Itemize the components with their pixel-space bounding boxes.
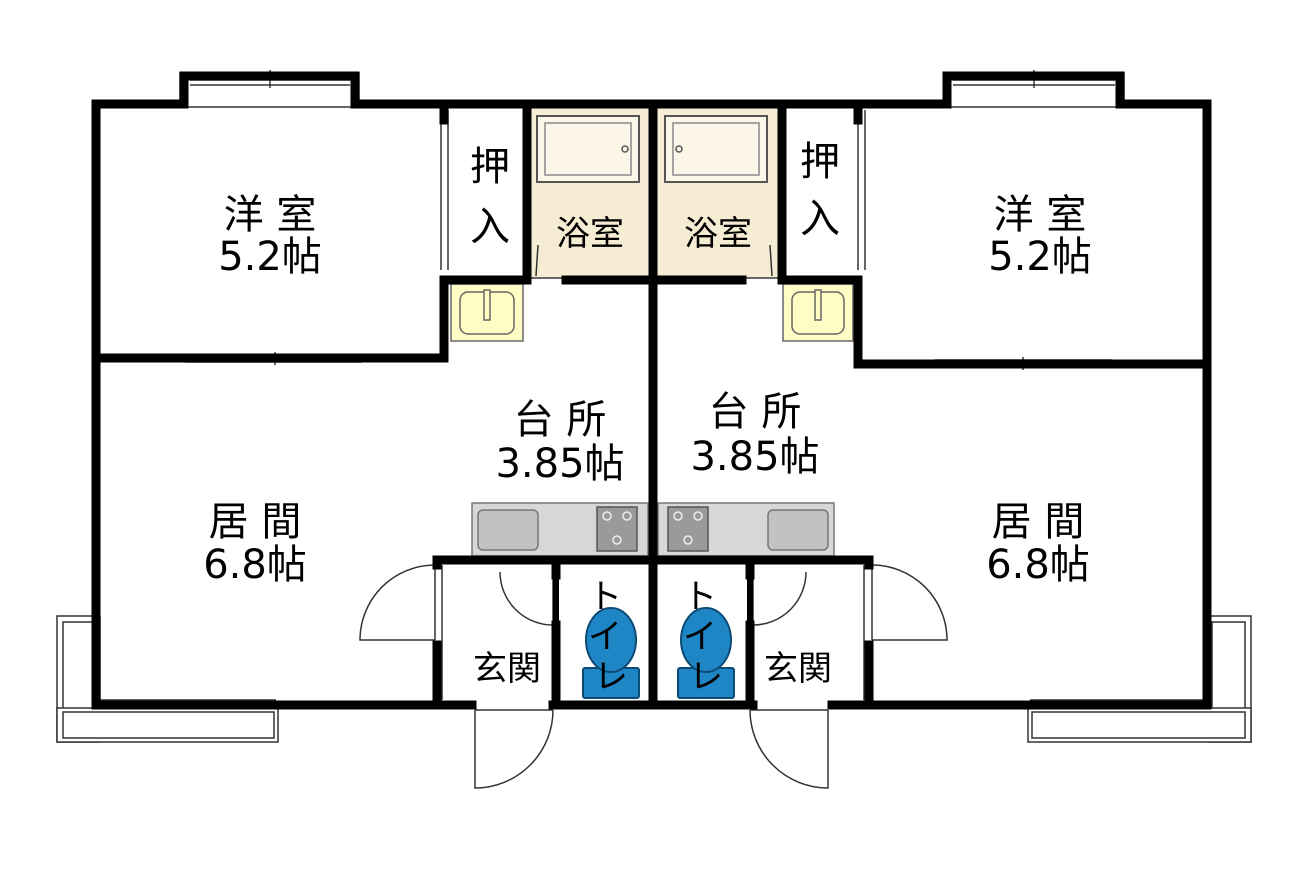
- toilet-right-label-2: イ: [683, 617, 717, 657]
- closet-right-label-2: 入: [800, 196, 840, 242]
- kitchen-right-name: 台 所: [709, 389, 802, 435]
- western-room-left-name: 洋 室: [224, 192, 317, 238]
- bath-right-label: 浴室: [684, 214, 752, 254]
- living-left-size: 6.8帖: [203, 542, 307, 588]
- bathtub-right: [664, 115, 768, 183]
- toilet-right-label-1: ト: [683, 577, 717, 617]
- living-right-size: 6.8帖: [986, 542, 1090, 588]
- closet-left-label-2: 入: [470, 204, 510, 250]
- toilet-left-label-2: イ: [588, 617, 622, 657]
- western-room-right-name: 洋 室: [994, 192, 1087, 238]
- bathtub-left: [536, 115, 640, 183]
- labels-left: 洋 室 5.2帖 押 入 浴室 台 所 3.85帖 居 間 6.8帖 玄関 ト …: [203, 144, 628, 697]
- toilet-right-label-3: レ: [689, 657, 723, 697]
- toilet-left: [582, 607, 640, 699]
- kitchen-right-size: 3.85帖: [690, 434, 819, 480]
- fixtures: [450, 107, 854, 699]
- closet-left-label-1: 押: [470, 144, 510, 190]
- living-left-name: 居 間: [209, 499, 302, 545]
- kitchen-left-name: 台 所: [514, 397, 607, 443]
- closet-right-label-1: 押: [800, 139, 840, 185]
- labels-right: 洋 室 5.2帖 押 入 浴室 台 所 3.85帖 居 間 6.8帖 玄関 ト …: [683, 139, 1092, 697]
- living-right-name: 居 間: [992, 499, 1085, 545]
- bath-left-label: 浴室: [556, 214, 624, 254]
- walls: [91, 71, 1212, 710]
- entrance-left-label: 玄関: [473, 649, 541, 689]
- entrance-right-label: 玄関: [764, 649, 832, 689]
- toilet-left-label-3: レ: [594, 657, 628, 697]
- western-room-left-size: 5.2帖: [218, 234, 322, 280]
- kitchen-left-size: 3.85帖: [495, 441, 624, 487]
- western-room-right-size: 5.2帖: [988, 234, 1092, 280]
- toilet-right: [677, 607, 735, 699]
- toilet-left-label-1: ト: [588, 577, 622, 617]
